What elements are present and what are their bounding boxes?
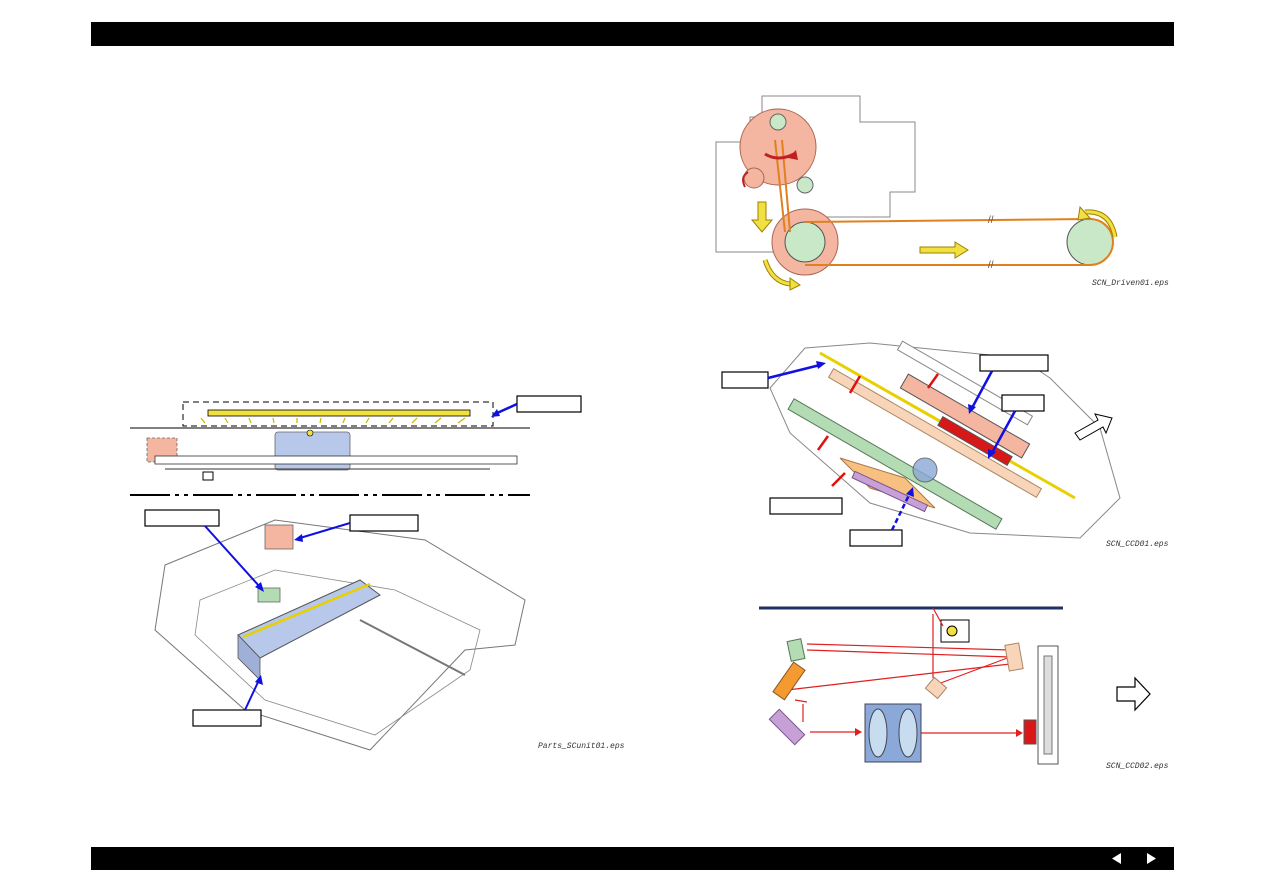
mirror-green	[787, 398, 1003, 530]
drive-train-figure: // //	[715, 95, 1118, 291]
lamp-window-outline	[182, 401, 494, 427]
ccd-unit-figure	[721, 340, 1121, 547]
lens-iso	[912, 457, 938, 483]
caption-ccd-unit: SCN_CCD01.eps	[1106, 540, 1169, 549]
mirror-peach	[827, 367, 1043, 499]
label-box-1	[516, 395, 582, 413]
scanner-unit-figure	[130, 395, 582, 751]
footer-bar	[91, 847, 1174, 870]
blue-arrow-6	[970, 370, 994, 409]
caption-optical-path: SCN_CCD02.eps	[1106, 762, 1169, 771]
label-box-9	[849, 529, 903, 547]
motor-iso	[264, 524, 294, 550]
blue-arrow-9	[890, 492, 912, 531]
yellow-arrow-right	[919, 241, 969, 259]
label-box-2	[144, 509, 220, 527]
mirror-peach-top	[1004, 642, 1024, 672]
next-page-button[interactable]	[1142, 851, 1160, 866]
label-box-6	[979, 354, 1049, 372]
blue-arrow-7	[990, 410, 1017, 454]
lens-assembly	[864, 703, 922, 763]
light-path	[786, 607, 1020, 734]
rod-iso	[359, 619, 466, 676]
yellow-arrow-down	[750, 201, 774, 233]
blue-arrow-5	[767, 363, 821, 380]
mirror-peach-small	[924, 676, 948, 700]
label-box-8	[769, 497, 843, 515]
optical-path-figure	[759, 606, 1151, 765]
blue-arrow-2	[204, 525, 261, 588]
mirror-orange-2d	[772, 661, 806, 701]
label-box-5	[721, 371, 769, 389]
left-triangle-icon	[1112, 853, 1121, 864]
header-bar	[91, 22, 1174, 46]
lamp-rays	[200, 417, 466, 424]
mirror-green-2d	[786, 638, 806, 662]
direction-arrow	[1074, 413, 1113, 441]
label-box-3	[349, 514, 419, 532]
motor-gear	[739, 108, 817, 186]
caption-scanner-unit: Parts_SCunit01.eps	[538, 742, 625, 751]
blue-arrow-1	[494, 402, 518, 416]
prev-page-button[interactable]	[1108, 851, 1126, 866]
lamp-bar	[207, 409, 471, 417]
blue-arrow-4	[244, 679, 260, 711]
svg-text://: //	[988, 215, 994, 226]
caption-drive-train: SCN_Driven01.eps	[1092, 279, 1169, 288]
label-box-4	[192, 709, 262, 727]
mirror-purple-2d	[768, 708, 806, 746]
blue-arrow-3	[299, 522, 351, 539]
right-triangle-icon	[1147, 853, 1156, 864]
mirror-purple	[851, 470, 929, 513]
svg-text://: //	[988, 260, 994, 271]
ccd-board-2d	[1023, 645, 1059, 765]
direction-arrow-2	[1116, 676, 1151, 712]
label-box-7	[1001, 394, 1045, 412]
belt	[804, 218, 1091, 266]
red-pointer-arrows	[816, 373, 940, 487]
rail-side	[154, 455, 518, 465]
lamp-iso	[242, 582, 371, 639]
